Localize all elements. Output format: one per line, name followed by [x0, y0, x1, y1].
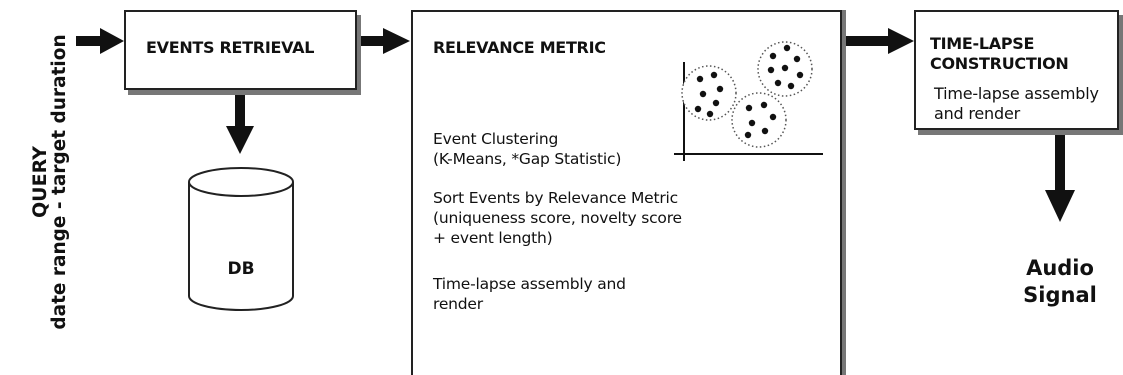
clustering-line-1: Event Clustering: [433, 130, 559, 148]
timelapse-title-line-2: CONSTRUCTION: [930, 54, 1069, 73]
cluster-points: [694, 44, 804, 139]
plot-axes: [674, 62, 823, 161]
assembly-line-2: render: [433, 295, 483, 313]
sort-line-3: + event length): [433, 229, 553, 247]
arrow-query-to-retrieval: [76, 28, 124, 54]
sort-line-1: Sort Events by Relevance Metric: [433, 189, 678, 207]
timelapse-title-line-1: TIME-LAPSE: [930, 34, 1035, 53]
audio-signal-output: Audio Signal: [1005, 255, 1115, 309]
arrow-retrieval-to-db: [226, 90, 254, 154]
assembly-line-1: Time-lapse assembly and: [433, 275, 626, 293]
events-retrieval-title: EVENTS RETRIEVAL: [146, 38, 315, 57]
timelapse-body: Time-lapse assembly and render: [934, 84, 1099, 124]
assembly-text: Time-lapse assembly and render: [433, 274, 626, 314]
cluster-plot-illustration: [674, 41, 823, 161]
timelapse-body-line-2: and render: [934, 104, 1020, 123]
relevance-metric-title: RELEVANCE METRIC: [433, 38, 606, 57]
relevance-metric-box: RELEVANCE METRIC Event Clustering (K-Mea…: [411, 10, 842, 375]
clustering-text: Event Clustering (K-Means, *Gap Statisti…: [433, 129, 621, 169]
clustering-line-2: (K-Means, *Gap Statistic): [433, 150, 622, 168]
query-params: date range - target duration: [49, 34, 70, 330]
arrow-relevance-to-timelapse: [842, 28, 914, 54]
query-label: QUERY date range - target duration: [29, 22, 70, 342]
db-label: DB: [227, 259, 255, 279]
events-retrieval-box: EVENTS RETRIEVAL: [124, 10, 357, 90]
arrow-retrieval-to-relevance: [357, 28, 410, 54]
timelapse-body-line-1: Time-lapse assembly: [934, 84, 1099, 103]
database-cylinder: [188, 167, 294, 311]
arrow-timelapse-to-audio: [1045, 130, 1075, 222]
audio-line-1: Audio: [1026, 256, 1094, 280]
timelapse-construction-box: TIME-LAPSE CONSTRUCTION Time-lapse assem…: [914, 10, 1119, 130]
audio-line-2: Signal: [1023, 283, 1097, 307]
query-title: QUERY: [29, 146, 51, 218]
timelapse-title: TIME-LAPSE CONSTRUCTION: [930, 34, 1069, 74]
sort-line-2: (uniqueness score, novelty score: [433, 209, 682, 227]
sort-text: Sort Events by Relevance Metric (uniquen…: [433, 188, 682, 248]
